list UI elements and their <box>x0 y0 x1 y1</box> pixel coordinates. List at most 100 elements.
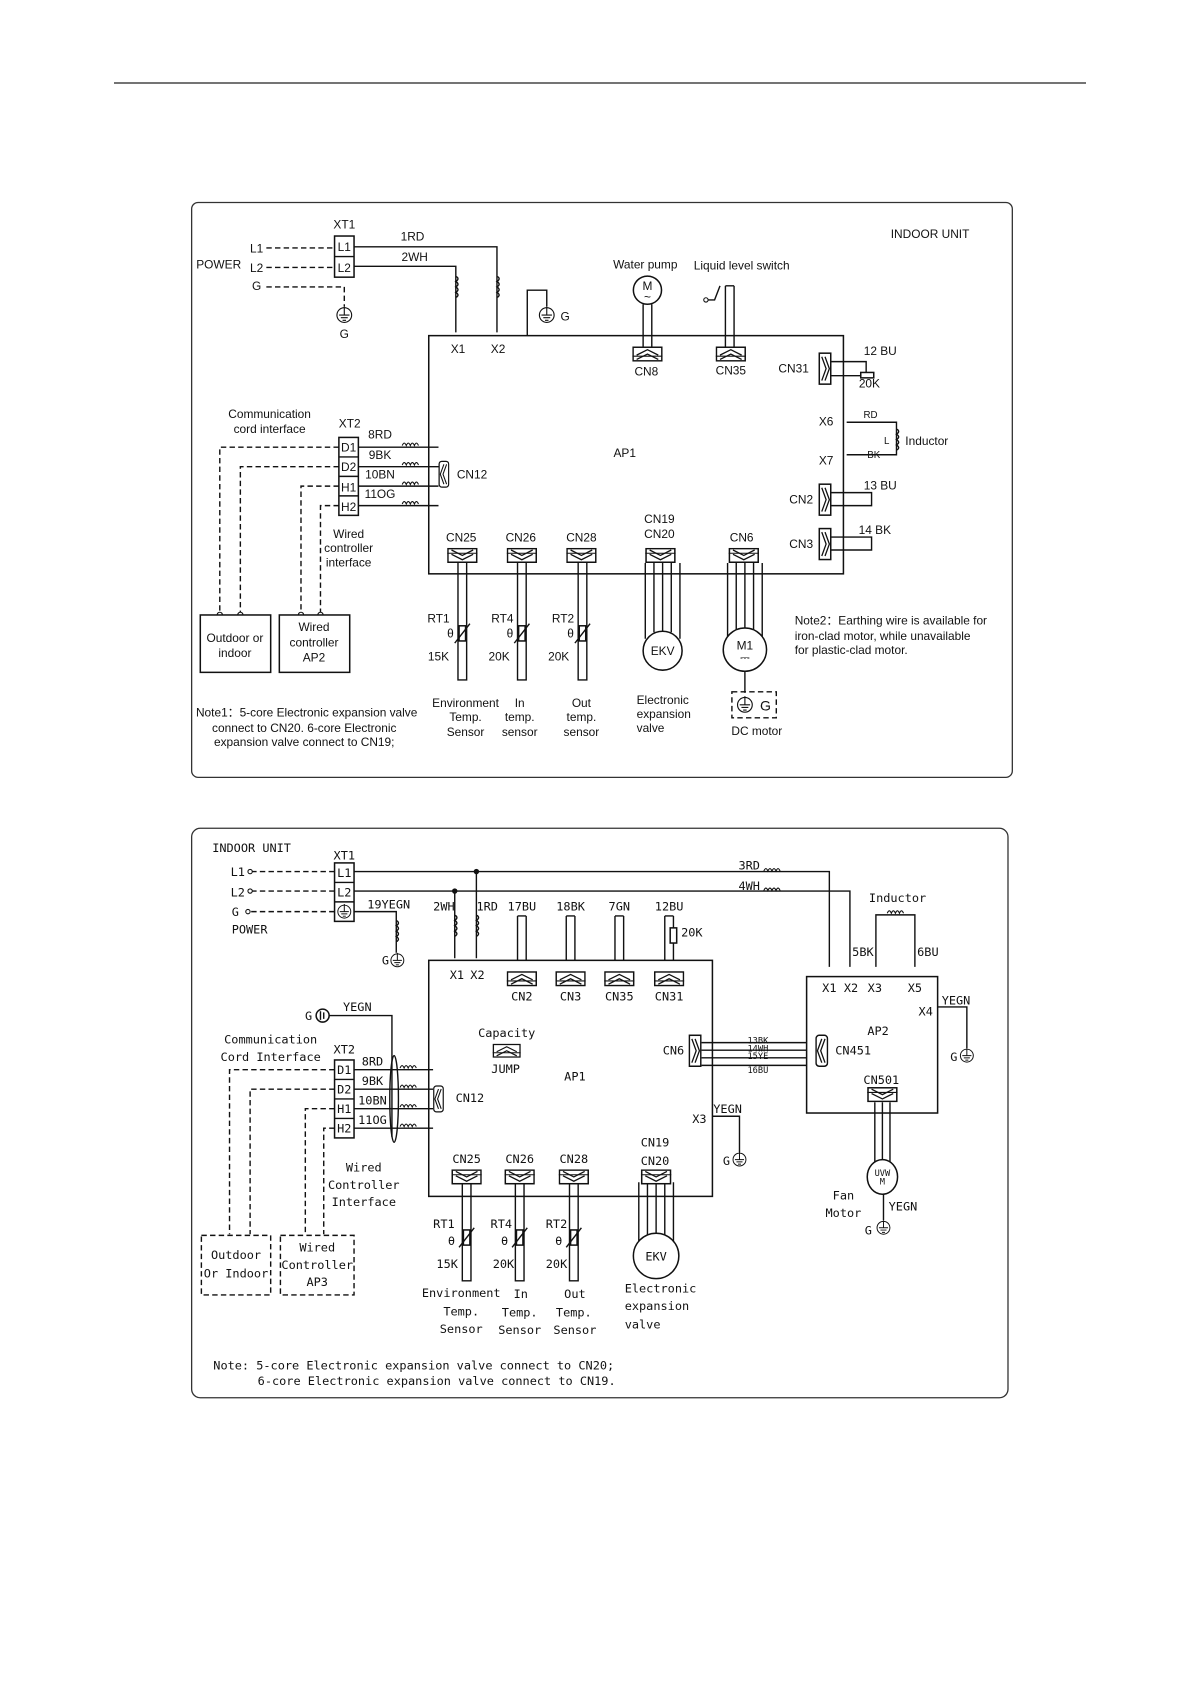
bk-label: BK <box>867 450 880 461</box>
ap1-label: AP1 <box>613 446 636 460</box>
theta: θ <box>555 1234 562 1248</box>
cn6-label: CN6 <box>730 530 754 544</box>
x6-label: X6 <box>819 415 834 429</box>
wired-if-1: Wired <box>346 1160 382 1174</box>
note2-line-2: iron-clad motor, while unavailable <box>795 629 971 643</box>
in-1: In <box>515 696 525 710</box>
unit-title: INDOOR UNIT <box>212 841 291 855</box>
d1: D1 <box>337 1063 351 1077</box>
theta: θ <box>447 627 454 641</box>
theta: θ <box>567 627 574 641</box>
ekv-label: EKV <box>651 644 675 658</box>
h2: H2 <box>337 1122 351 1136</box>
cn8-connector <box>632 346 663 362</box>
env-2: Temp. <box>449 710 481 724</box>
wired-1: Wired <box>298 620 329 634</box>
xt2-terminal-block <box>333 1059 355 1139</box>
wire-5bk: 5BK <box>852 945 874 959</box>
rt1-value: 15K <box>428 649 449 663</box>
rt1-value: 15K <box>436 1257 458 1271</box>
power-label: POWER <box>196 258 241 272</box>
diagram-1-frame <box>190 201 1013 779</box>
wire-14wh: 14WH <box>747 1044 768 1054</box>
water-pump-label: Water pump <box>613 258 678 272</box>
wire-2wh: 2WH <box>433 900 454 914</box>
cn19-label: CN19 <box>644 512 675 526</box>
l1-label: L1 <box>250 241 264 255</box>
pump-m: M <box>643 279 653 293</box>
inductor-coil-icon <box>886 910 905 914</box>
wire-8rd: 8RD <box>362 1054 383 1068</box>
comm-dashed-wires <box>228 1069 335 1235</box>
ground-label: G <box>561 309 570 323</box>
shield-ellipse <box>389 1054 400 1143</box>
rt2-value: 20K <box>546 1257 568 1271</box>
out-1: Out <box>564 1287 585 1301</box>
cn6-connector <box>727 547 761 564</box>
xt1-label: XT1 <box>333 217 355 231</box>
ekv-icon <box>632 1232 680 1280</box>
wired-2: Controller <box>281 1258 353 1272</box>
cn2-label: CN2 <box>511 989 532 1003</box>
inductor-label: Inductor <box>869 891 926 905</box>
wire-2wh: 2WH <box>401 250 427 264</box>
coil-icon <box>399 1064 418 1069</box>
x7-label: X7 <box>819 453 834 467</box>
ap2-x2: X2 <box>844 981 858 995</box>
sensor-leads <box>457 563 588 681</box>
cn31-label: CN31 <box>778 361 809 375</box>
cn26-connector <box>504 1169 535 1185</box>
capacity-label: Capacity <box>478 1026 535 1040</box>
cn28-connector <box>558 1169 589 1185</box>
wire-3rd: 3RD <box>738 858 759 872</box>
cn26-label: CN26 <box>506 530 537 544</box>
comm-label-1: Communication <box>224 1033 317 1047</box>
coil-icon <box>401 461 420 466</box>
env-3: Sensor <box>440 1322 483 1336</box>
wire-16bu: 16BU <box>747 1066 768 1076</box>
resistor-value: 20K <box>681 926 703 940</box>
l2-label: L2 <box>250 261 264 275</box>
cn451-label: CN451 <box>835 1044 871 1058</box>
comm-wires <box>354 1069 434 1129</box>
wire-8rd: 8RD <box>368 427 392 441</box>
wire-17bu: 17BU <box>508 900 537 914</box>
cn3-label: CN3 <box>789 537 813 551</box>
cn2-connector <box>818 483 832 516</box>
coil-icon <box>401 481 420 486</box>
note1-line-1: Note1：5-core Electronic expansion valve <box>196 706 418 720</box>
comm-label-1: Communication <box>228 407 311 421</box>
cn26-connector <box>506 547 538 564</box>
cn3-wire: 14 BK <box>859 523 891 537</box>
theta: θ <box>501 1234 508 1248</box>
cn31-wires <box>831 360 867 377</box>
wire-11og: 11OG <box>358 1113 387 1127</box>
rt2-label: RT2 <box>552 612 575 626</box>
ap1-label: AP1 <box>564 1070 585 1084</box>
comm-label-2: Cord Interface <box>221 1050 321 1064</box>
outdoor-1: Outdoor <box>211 1248 261 1262</box>
ground-icon <box>876 1220 891 1235</box>
coil-icon <box>763 867 781 872</box>
cn501-label: CN501 <box>863 1073 899 1087</box>
rt4-label: RT4 <box>491 1217 512 1231</box>
ap2-label: AP2 <box>867 1024 888 1038</box>
resistor-icon <box>859 371 875 379</box>
ground-label: G <box>950 1050 957 1064</box>
l2-label: L2 <box>231 885 245 899</box>
x3-label: X3 <box>692 1112 706 1126</box>
wiring-diagram-2: INDOOR UNIT XT1 L1 L2 L1 L2 G POWER 3RD … <box>190 827 1009 1399</box>
fan-label-2: Motor <box>826 1206 862 1220</box>
wired-controller-box <box>278 614 351 674</box>
capacity-jump-connector <box>492 1043 521 1058</box>
eev-3: valve <box>625 1317 661 1331</box>
inductor-wires <box>846 421 898 456</box>
wire-4wh: 4WH <box>738 879 759 893</box>
shield-ground-wire <box>319 1011 393 1137</box>
cn20-label: CN20 <box>641 1154 670 1168</box>
dc-motor-icon <box>722 627 768 673</box>
yegn-label: YEGN <box>889 1199 918 1213</box>
pump-wires <box>642 304 653 347</box>
fan-label-1: Fan <box>833 1189 854 1203</box>
wired-3: AP2 <box>303 651 326 665</box>
